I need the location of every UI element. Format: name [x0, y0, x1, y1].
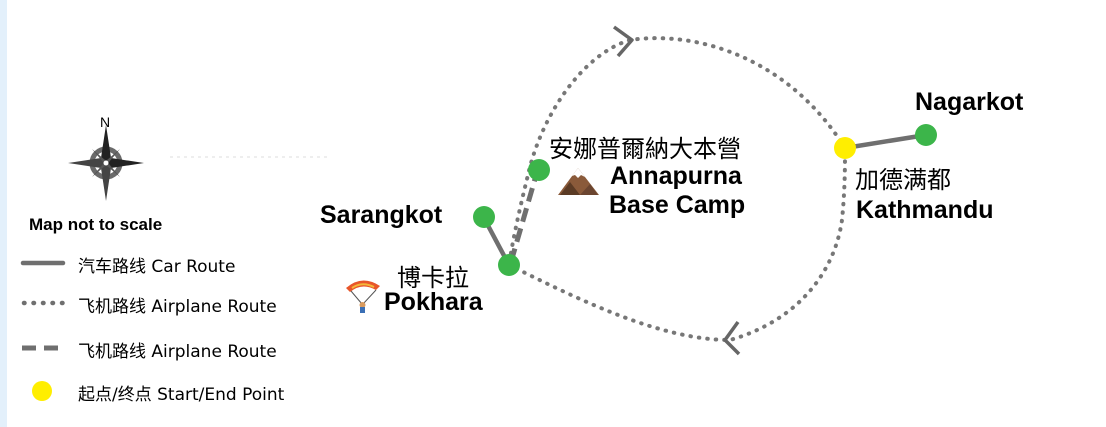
label-annapurna-en-2: Base Camp: [609, 191, 746, 219]
compass-north-label: N: [100, 114, 111, 130]
label-pokhara-zh: 博卡拉: [397, 264, 469, 292]
mountain-icon: [558, 168, 599, 195]
legend-item-airplane-dashed: 飞机路线 Airplane Route: [78, 342, 277, 362]
side-band: [0, 0, 7, 427]
paraglider-icon: [346, 280, 380, 313]
waypoint-sarangkot: [473, 206, 495, 228]
airplane-route-dashed: [508, 171, 540, 263]
label-annapurna-zh: 安娜普爾納大本營: [549, 135, 741, 163]
waypoint-pokhara: [498, 254, 520, 276]
legend-start-end-symbol: [32, 381, 52, 401]
label-nagarkot: Nagarkot: [915, 88, 1024, 116]
legend-item-car-route: 汽车路线 Car Route: [78, 257, 236, 277]
waypoint-nagarkot: [915, 124, 937, 146]
label-kathmandu-zh: 加德满都: [855, 166, 951, 194]
legend-item-airplane-dotted: 飞机路线 Airplane Route: [78, 297, 277, 317]
legend-title: Map not to scale: [29, 215, 163, 234]
waypoint-annapurna: [528, 159, 550, 181]
label-sarangkot: Sarangkot: [320, 201, 443, 229]
legend-item-start-end: 起点/终点 Start/End Point: [78, 385, 285, 405]
route-arrow-bottom: [723, 320, 741, 356]
airplane-route-dotted-top: [507, 36, 847, 267]
compass-rose-icon: [68, 125, 144, 201]
airplane-route-dotted-bottom: [507, 148, 847, 343]
route-arrow-top: [612, 25, 634, 58]
label-pokhara-en: Pokhara: [384, 288, 483, 316]
label-annapurna-en-1: Annapurna: [610, 162, 742, 190]
label-kathmandu-en: Kathmandu: [856, 196, 994, 224]
car-route-kathmandu-nagarkot: [842, 132, 929, 151]
start-end-kathmandu: [834, 137, 856, 159]
